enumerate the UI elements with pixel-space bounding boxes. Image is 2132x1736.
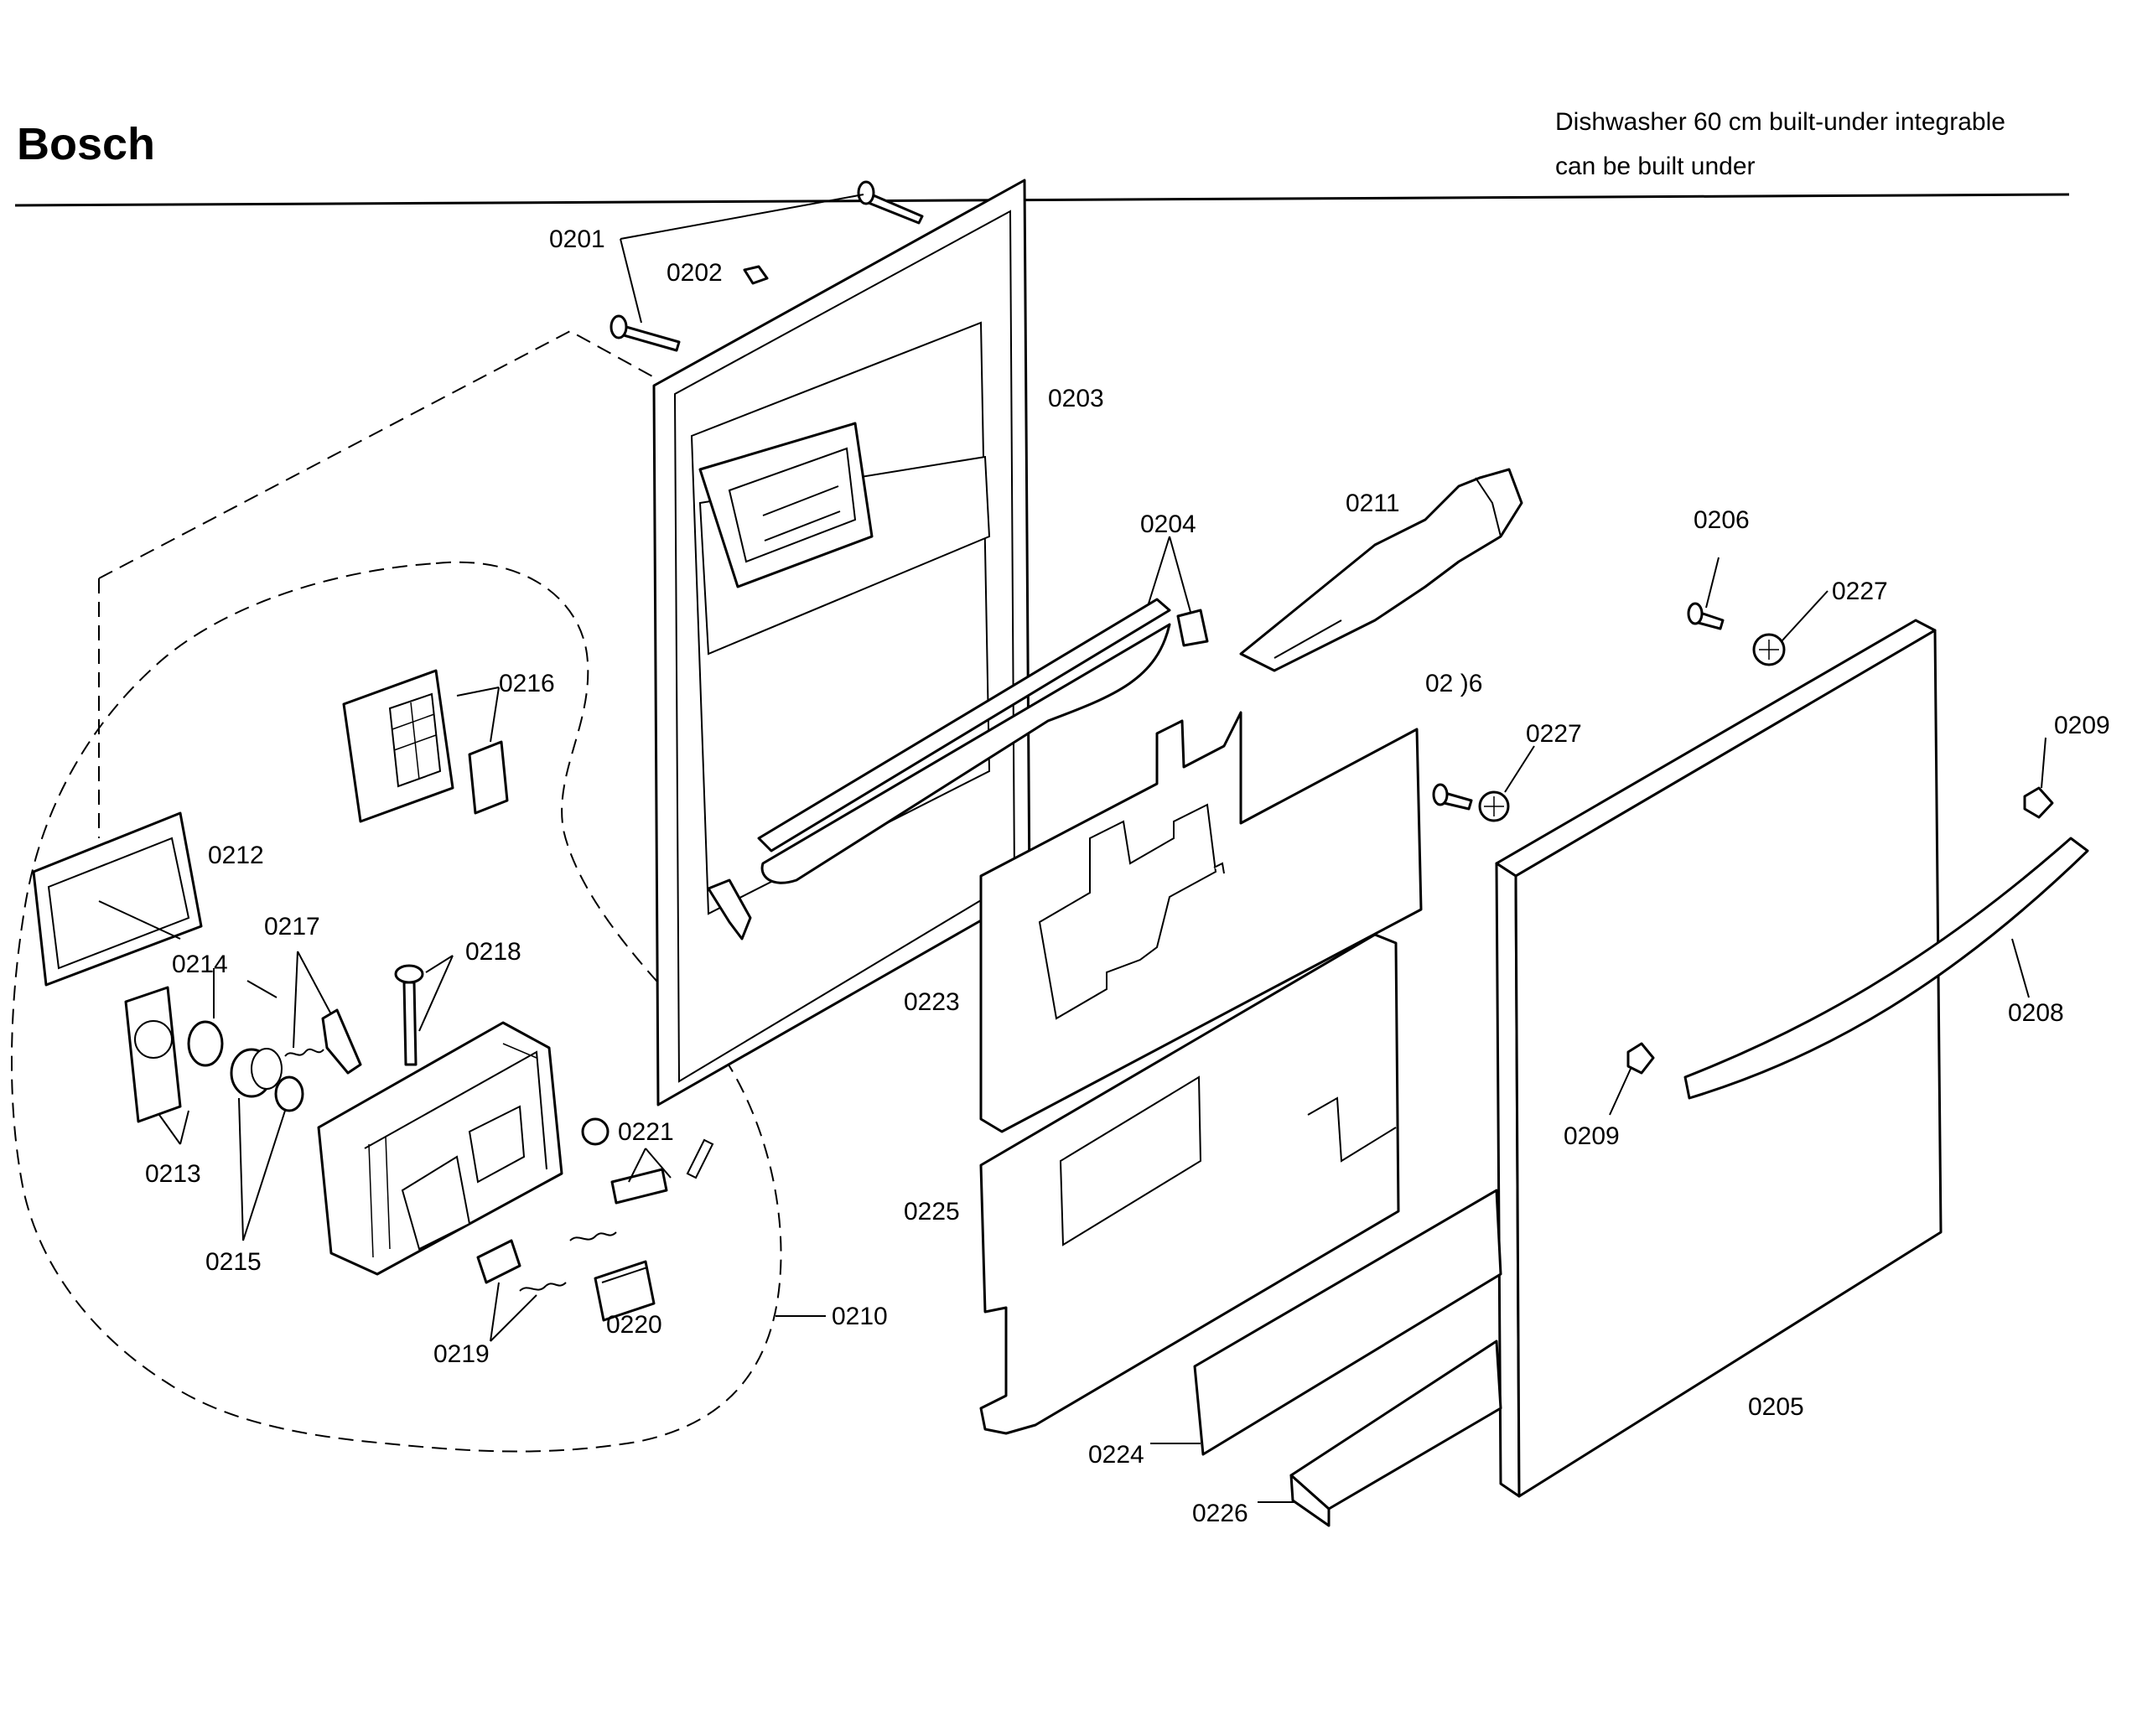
leader-0214-frame (98, 900, 181, 940)
label-0205: 0205 (1748, 1393, 1804, 1421)
leader-0213-a (158, 1114, 181, 1145)
control-panel-assembly-outline (10, 561, 782, 1453)
label-0206-top: 0206 (1694, 506, 1750, 534)
label-0210: 0210 (832, 1303, 888, 1330)
leader-0209-right (2041, 737, 2046, 789)
label-0214: 0214 (172, 951, 228, 978)
label-0209-right: 0209 (2054, 712, 2110, 739)
leader-0216-b (490, 687, 500, 743)
leader-0216-a (456, 687, 500, 697)
leader-0221-a (628, 1148, 646, 1183)
label-0227-middle: 0227 (1526, 720, 1582, 748)
model-description-line1: Dishwasher 60 cm built-under integrable (1555, 108, 2005, 136)
leader-0201-a (620, 194, 864, 240)
leader-0215-b (242, 1110, 286, 1241)
label-0201: 0201 (549, 225, 605, 253)
leader-0206-top (1705, 557, 1720, 609)
cap-0227-middle (1478, 790, 1510, 822)
leader-0218-b (418, 955, 454, 1032)
leader-0221-b (645, 1148, 672, 1179)
hinge-bracket-0211 (1239, 468, 1523, 672)
display-unit-0216 (342, 669, 509, 823)
label-0218: 0218 (465, 938, 521, 966)
label-0212: 0212 (208, 842, 264, 869)
bezel-0213 (124, 986, 182, 1123)
label-0206-middle: 02 )6 (1425, 670, 1482, 697)
leader-0214-spring (246, 980, 278, 998)
leader-0204-b (1169, 536, 1191, 613)
leader-0215-a (238, 1097, 244, 1241)
frame-0212 (32, 811, 203, 987)
header-rule (14, 193, 2070, 207)
leader-0213-b (179, 1110, 189, 1145)
bracket-0204-small (707, 878, 752, 941)
bottom-strip-0204 (757, 598, 1209, 884)
ring-0215 (274, 1075, 304, 1112)
control-module-0210 (317, 1021, 563, 1276)
label-0204: 0204 (1140, 510, 1196, 538)
label-0227-top: 0227 (1832, 578, 1888, 605)
label-0219: 0219 (433, 1340, 490, 1368)
label-0217: 0217 (264, 913, 320, 941)
leader-0204-a (1148, 536, 1170, 604)
switch-pin-0218 (394, 964, 424, 1066)
ring-0214 (187, 1020, 224, 1067)
spring-lever-0217 (284, 1008, 362, 1075)
model-description-line2: can be built under (1555, 153, 1756, 180)
insulation-panel-0223 (979, 711, 1423, 1133)
label-0226: 0226 (1192, 1500, 1248, 1527)
leader-0227-top (1781, 590, 1829, 642)
leader-0219-a (490, 1282, 500, 1342)
label-0216: 0216 (499, 670, 555, 697)
leader-0209-left (1609, 1068, 1631, 1116)
screw-0206-top (1687, 602, 1725, 630)
kick-plate-0226 (1289, 1340, 1502, 1527)
small-parts-0221 (581, 1117, 714, 1205)
knob-0215 (230, 1048, 283, 1098)
label-0225: 0225 (904, 1198, 960, 1226)
end-cap-0209-left (1626, 1042, 1655, 1075)
label-0203: 0203 (1048, 385, 1104, 412)
screw-0206-middle (1432, 783, 1473, 811)
screw-0201-top (857, 180, 924, 225)
micro-switch-0220 (594, 1260, 656, 1322)
label-0220: 0220 (606, 1311, 662, 1339)
label-0221: 0221 (618, 1118, 674, 1146)
leader-0227-middle (1504, 745, 1535, 793)
label-0208: 0208 (2008, 999, 2064, 1027)
label-0224: 0224 (1088, 1441, 1144, 1469)
label-0213: 0213 (145, 1160, 201, 1188)
leader-0201-b (620, 238, 642, 324)
front-panel-0205 (1495, 619, 1943, 1498)
label-0202: 0202 (667, 259, 723, 287)
springs-0219 (476, 1231, 617, 1292)
clip-0202 (743, 265, 769, 285)
end-cap-0209-right (2023, 786, 2054, 819)
label-0215: 0215 (205, 1248, 262, 1276)
strip-0224 (1193, 1189, 1502, 1456)
label-0209-left: 0209 (1564, 1122, 1620, 1150)
assembly-guide-line-diagonal (98, 329, 655, 579)
cap-0227-top (1752, 633, 1786, 666)
leader-0219-b (490, 1294, 537, 1342)
leader-0217-a (293, 951, 298, 1049)
screw-0201-left (610, 314, 681, 352)
handle-0208 (1683, 837, 2089, 1100)
leader-0217-b (297, 951, 332, 1015)
insulation-panel-0225 (979, 933, 1400, 1435)
label-0223: 0223 (904, 988, 960, 1016)
brand-title: Bosch (17, 119, 155, 169)
label-0211: 0211 (1346, 490, 1400, 517)
inner-door-0203 (652, 179, 1031, 1106)
leader-0208 (2011, 938, 2030, 998)
leader-0218-a (425, 955, 454, 973)
